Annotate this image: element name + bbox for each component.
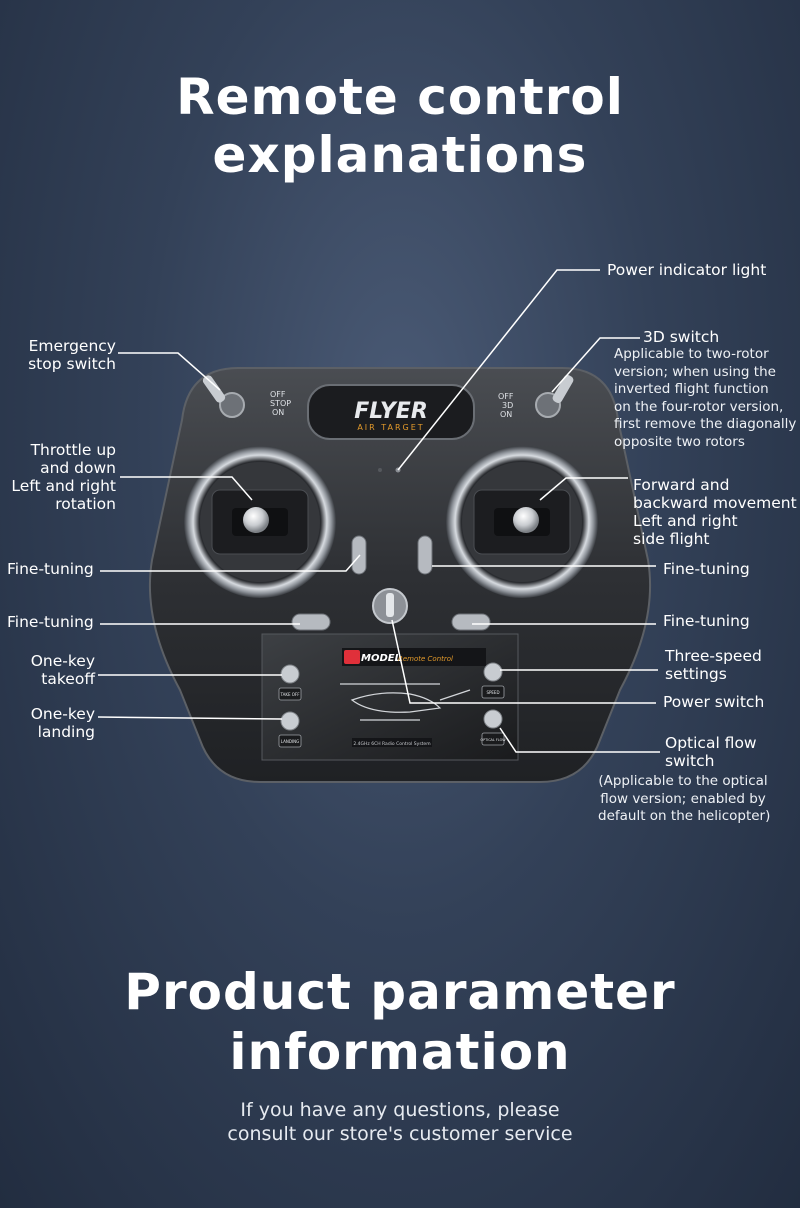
label-fine-tuning-right-2: Fine-tuning [663, 612, 750, 630]
screen-footer: 2.4GHz 6CH Radio Control System [353, 741, 430, 747]
svg-text:LANDING: LANDING [281, 739, 299, 744]
helicopter-graphic [340, 683, 471, 721]
brand-name: FLYER [354, 399, 428, 424]
brand-subtitle: AIR TARGET [357, 423, 424, 432]
right-joystick[interactable] [446, 446, 598, 598]
3d-toggle[interactable] [535, 374, 575, 418]
label-power-switch: Power switch [663, 693, 765, 711]
label-3d-switch: 3D switch [643, 328, 720, 346]
right-switch-off: OFF [498, 392, 514, 401]
label-fine-tuning-left-1: Fine-tuning [7, 560, 94, 578]
power-switch[interactable] [372, 588, 408, 624]
left-switch-on: ON [272, 408, 284, 417]
label-power-indicator: Power indicator light [607, 261, 767, 279]
note-3d-switch: Applicable to two-rotor version; when us… [614, 346, 797, 450]
right-vertical-trim[interactable] [417, 535, 433, 575]
left-switch-stop: STOP [270, 399, 291, 408]
takeoff-button[interactable]: TAKE OFF [278, 664, 302, 701]
label-fine-tuning-right-1: Fine-tuning [663, 560, 750, 578]
callout-lines [97, 269, 660, 753]
emergency-stop-toggle[interactable] [201, 374, 245, 418]
left-switch-off: OFF [270, 390, 286, 399]
left-horizontal-trim[interactable] [291, 613, 331, 631]
svg-text:TAKE OFF: TAKE OFF [279, 692, 300, 697]
label-fine-tuning-left-2: Fine-tuning [7, 613, 94, 631]
page-title: Remote control explanations [176, 68, 624, 184]
right-switch-3d: 3D [502, 401, 513, 410]
left-vertical-trim[interactable] [351, 535, 367, 575]
section-subtitle: If you have any questions, please consul… [227, 1099, 573, 1145]
right-switch-on: ON [500, 410, 512, 419]
landing-button[interactable]: LANDING [278, 711, 302, 748]
screen-subtitle: Remote Control [398, 655, 453, 663]
speed-button[interactable]: SPEED [481, 662, 505, 699]
screen-brand: MODEL [361, 653, 401, 664]
optical-flow-button[interactable]: OPTICAL FLOW [480, 709, 506, 746]
svg-text:OPTICAL FLOW: OPTICAL FLOW [480, 738, 506, 742]
note-optical-flow: (Applicable to the optical flow version;… [598, 773, 771, 824]
right-horizontal-trim[interactable] [451, 613, 491, 631]
svg-text:SPEED: SPEED [486, 690, 499, 695]
left-joystick[interactable] [184, 446, 336, 598]
section-title: Product parameter information [124, 963, 676, 1081]
